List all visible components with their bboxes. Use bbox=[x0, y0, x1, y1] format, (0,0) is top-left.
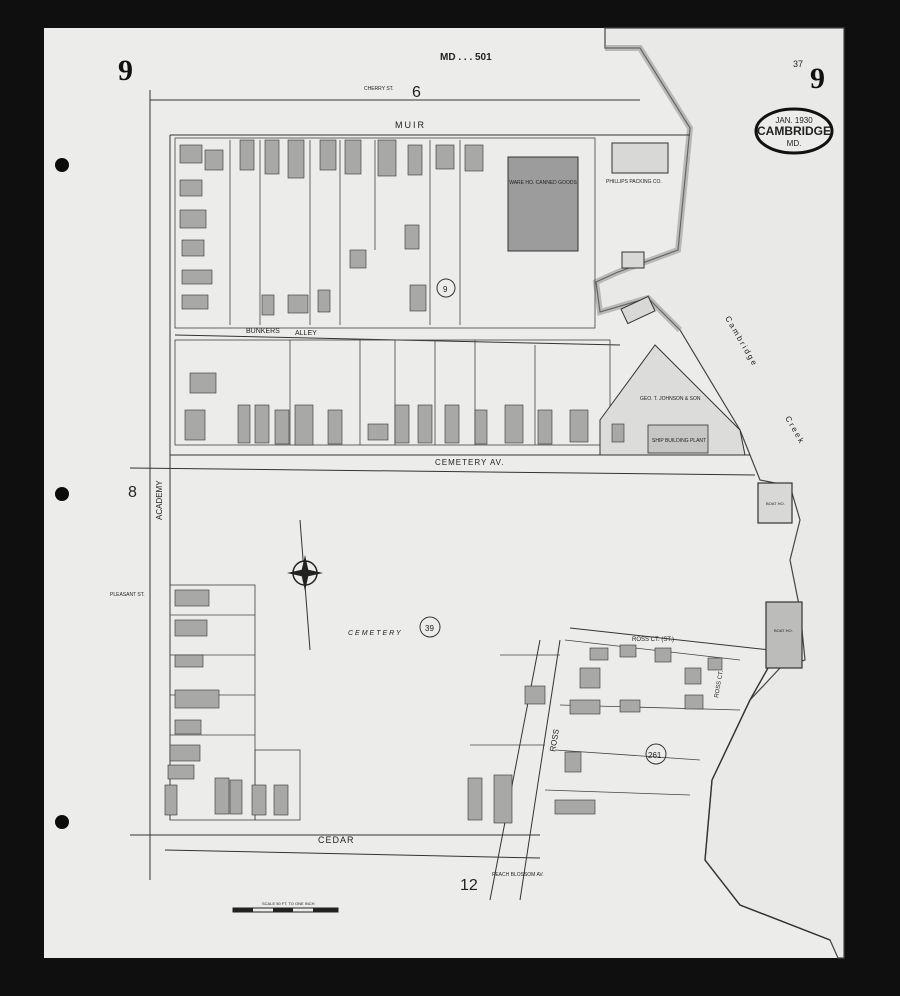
adjoining-sheet-8: 8 bbox=[128, 484, 137, 501]
binder-hole bbox=[55, 815, 69, 829]
compass-rose-icon bbox=[287, 519, 323, 651]
block-circle bbox=[436, 278, 456, 298]
volume-code: MD . . . 501 bbox=[440, 52, 492, 63]
street-alley: ALLEY bbox=[295, 330, 317, 337]
ship-plant-label: SHIP BUILDING PLANT bbox=[652, 438, 706, 444]
packing-co-label: PHILLIPS PACKING CO. bbox=[606, 179, 662, 185]
warehouse-label: WARE HO. CANNED GOODS bbox=[509, 180, 577, 186]
street-pleasant: PLEASANT ST. bbox=[110, 592, 145, 598]
street-bunkers: BUNKERS bbox=[246, 328, 280, 335]
boat-house-1-label: BOAT HO. bbox=[766, 501, 785, 506]
street-ross-ct: ROSS CT. bbox=[714, 670, 725, 699]
sheet-number-left: 9 bbox=[118, 54, 133, 87]
boat-house-1 bbox=[757, 482, 793, 524]
adjoining-sheet-6: 6 bbox=[412, 84, 421, 101]
street-academy: ACADEMY bbox=[155, 480, 164, 520]
shed-building bbox=[620, 295, 656, 325]
warehouse-building bbox=[507, 156, 579, 252]
dwellings bbox=[164, 139, 723, 824]
street-cherry: CHERRY ST. bbox=[364, 86, 394, 92]
seal-date: JAN. 1930 bbox=[775, 116, 813, 125]
cemetery-label: CEMETERY bbox=[348, 630, 403, 637]
scale-bar bbox=[232, 907, 339, 913]
lot-lines bbox=[169, 137, 741, 821]
street-muir: MUIR bbox=[395, 120, 426, 130]
corner-number: 37 bbox=[793, 59, 803, 69]
seal-city: CAMBRIDGE bbox=[757, 124, 831, 138]
street-peach-blossom: PEACH BLOSSOM AV. bbox=[492, 872, 544, 878]
packing-ware-house bbox=[611, 142, 669, 174]
block-number-261: 261 bbox=[648, 751, 662, 760]
block-circle bbox=[645, 743, 667, 765]
boat-house-2 bbox=[765, 601, 803, 669]
block-number-39: 39 bbox=[425, 624, 434, 633]
seal-state: MD. bbox=[787, 139, 802, 148]
ship-building-plant bbox=[647, 424, 709, 454]
street-ross-ct-st: ROSS CT. (ST.) bbox=[632, 637, 674, 643]
sheet-number-right: 9 bbox=[810, 62, 825, 95]
johnson-label: GEO. T. JOHNSON & SON bbox=[640, 396, 701, 402]
bulkhead bbox=[592, 45, 694, 333]
street-ross: ROSS bbox=[548, 728, 561, 752]
street-cemetery-av: CEMETERY AV. bbox=[435, 458, 505, 467]
binder-hole bbox=[55, 487, 69, 501]
street-cedar: CEDAR bbox=[318, 835, 355, 845]
shipyard-lot bbox=[599, 344, 746, 456]
binder-hole bbox=[55, 158, 69, 172]
block-circle bbox=[419, 616, 441, 638]
boat-house-small bbox=[621, 251, 645, 269]
block-number-9: 9 bbox=[443, 285, 448, 294]
title-seal bbox=[754, 107, 834, 155]
boat-house-2-label: BOAT HO. bbox=[774, 628, 793, 633]
scale-text: SCALE 50 FT. TO ONE INCH bbox=[262, 901, 315, 906]
shore-line bbox=[704, 667, 831, 941]
adjoining-sheet-12: 12 bbox=[460, 877, 478, 894]
